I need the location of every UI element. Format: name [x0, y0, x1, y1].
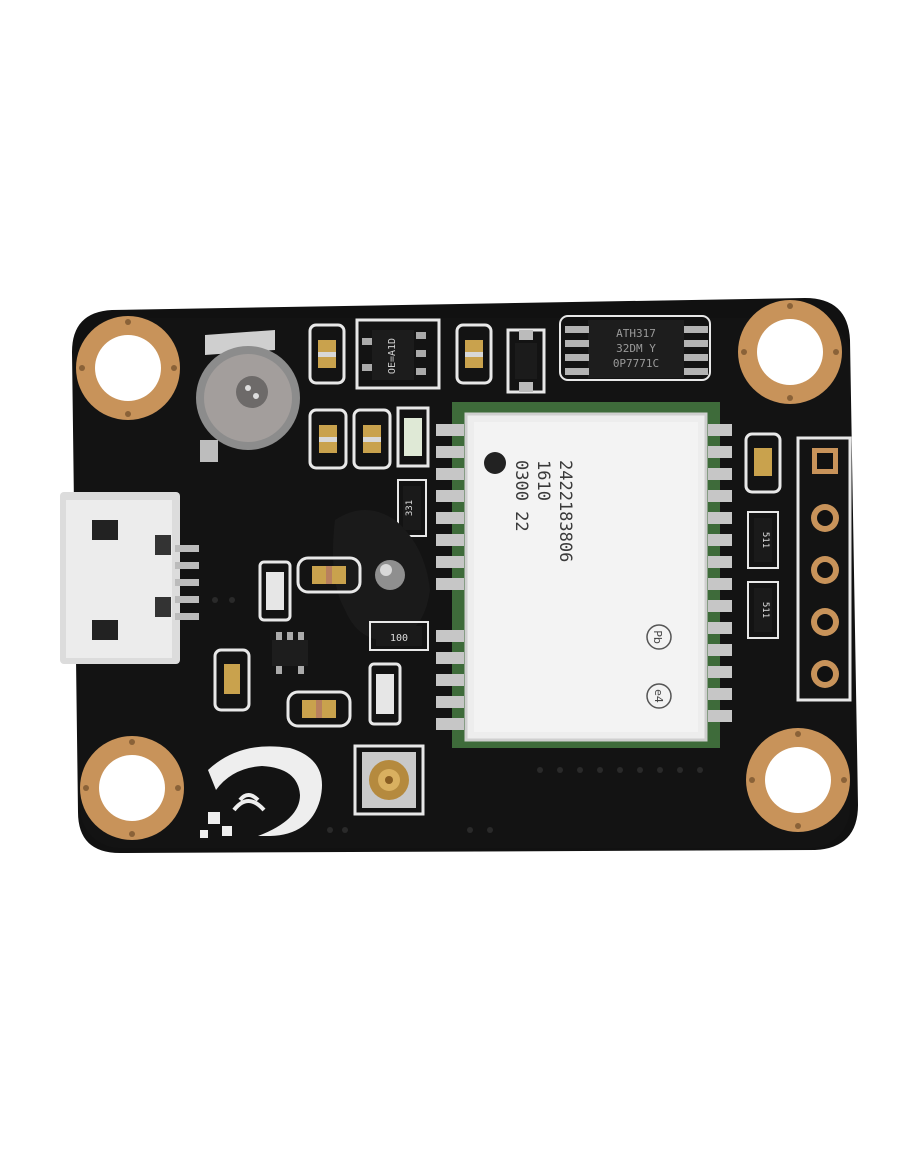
test-point	[375, 560, 405, 590]
capacitor-horizontal-1	[296, 556, 362, 594]
capacitor-top-1	[308, 323, 346, 385]
ufl-antenna-connector	[353, 744, 425, 816]
resistor-511-b: 511	[747, 581, 779, 639]
pin1-dot	[484, 452, 506, 474]
gnss-module: 2422183806 1610 0300 22 Pb e4	[436, 402, 732, 748]
pb-free-mark: Pb	[646, 624, 672, 650]
module-date: 1610	[533, 460, 553, 501]
led	[396, 406, 430, 468]
mounting-hole-bottom-left	[80, 736, 184, 840]
resistor-511-a: 511	[747, 511, 779, 569]
capacitor-vertical-2	[368, 662, 402, 726]
resistor-label-511-b: 511	[760, 602, 770, 618]
sot-chip: OE=A1D	[355, 318, 441, 390]
pin-header	[796, 436, 852, 702]
eeprom-line-3: 0P7771C	[613, 357, 659, 370]
brand-logo	[200, 746, 322, 838]
mounting-hole-bottom-right	[746, 728, 850, 832]
resistor-331: 331	[397, 479, 427, 537]
eeprom-chip: ATH317 32DM Y 0P7771C	[559, 315, 711, 381]
capacitor-right	[744, 432, 782, 494]
capacitor-horizontal-2	[286, 690, 352, 728]
e4-mark: e4	[646, 683, 672, 709]
resistor-label-331: 331	[405, 500, 415, 516]
capacitor-lower-left	[213, 648, 251, 712]
battery-holder	[196, 330, 300, 462]
resistor-label-511-a: 511	[760, 532, 770, 548]
diode-top	[506, 328, 546, 394]
module-serial: 2422183806	[555, 460, 575, 562]
sot-chip-marking: OE=A1D	[387, 338, 398, 374]
mounting-hole-top-left	[76, 316, 180, 420]
mounting-hole-top-right	[738, 300, 842, 404]
transistor	[272, 632, 308, 674]
eeprom-line-2: 32DM Y	[616, 342, 656, 355]
resistor-label-100: 100	[390, 633, 408, 644]
e4-text: e4	[652, 689, 665, 703]
resistor-100: 100	[369, 621, 429, 651]
eeprom-line-1: ATH317	[616, 327, 656, 340]
capacitor-mid-1	[308, 408, 348, 470]
pb-free-text: Pb	[651, 630, 664, 644]
capacitor-mid-2	[352, 408, 392, 470]
capacitor-vertical-1	[258, 560, 292, 622]
capacitor-top-2	[455, 323, 493, 385]
module-lot: 0300 22	[511, 460, 531, 532]
micro-usb-connector	[60, 492, 199, 664]
